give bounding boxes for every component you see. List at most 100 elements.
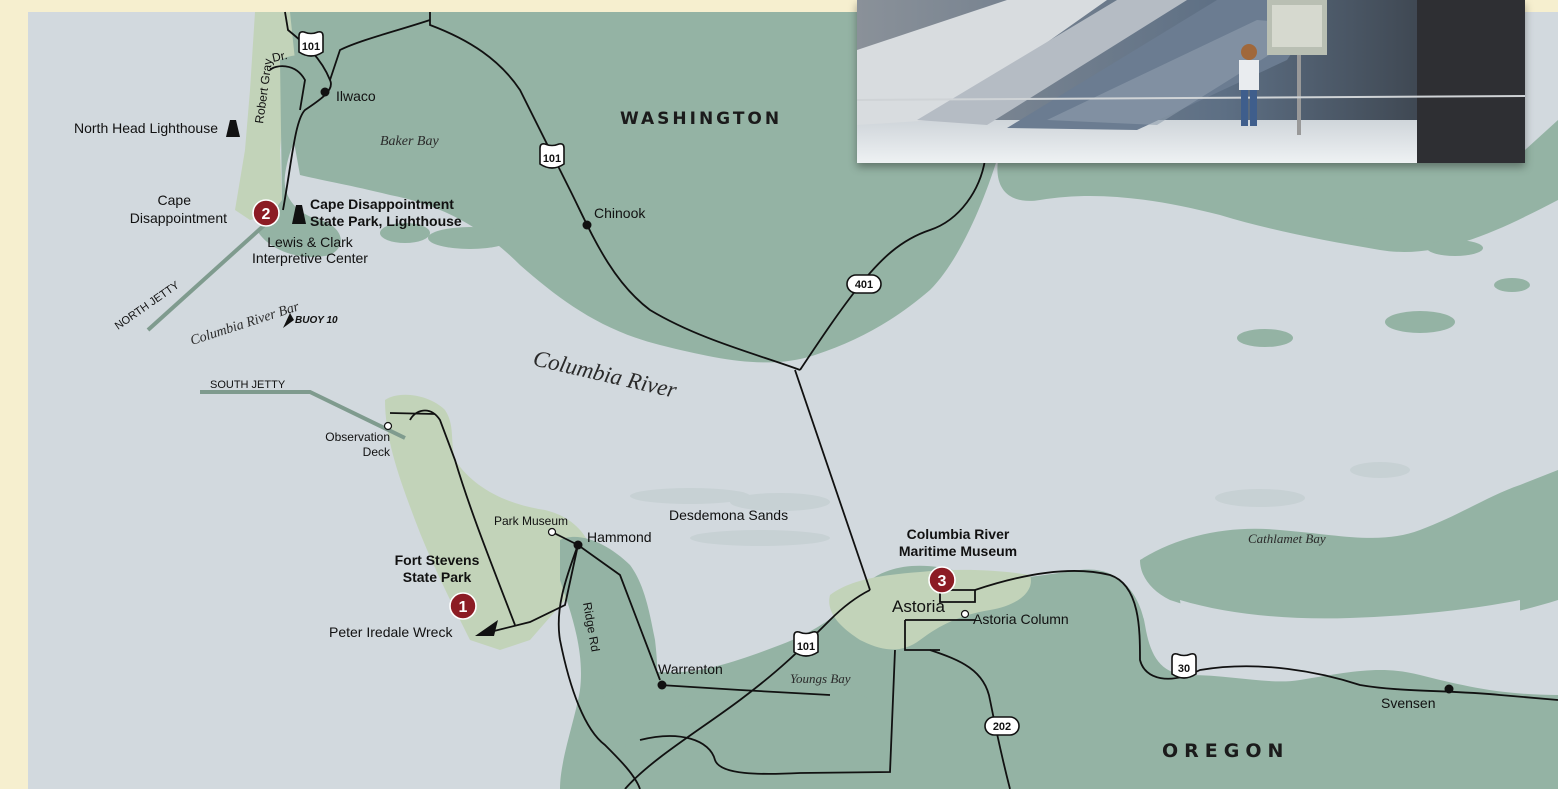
island <box>1215 489 1305 507</box>
feature-label-robert-gray-2: Dr. <box>271 48 289 65</box>
cape-peninsula <box>235 12 295 220</box>
place-label-observation-1: Observation <box>325 430 390 444</box>
island <box>1335 201 1395 219</box>
site-number-3: 3 <box>938 573 947 590</box>
water-label-baker-bay: Baker Bay <box>380 134 439 149</box>
road-us30 <box>974 570 1558 701</box>
shipwreck-icon <box>475 620 498 636</box>
road-us101-or <box>624 589 871 789</box>
place-label-north-head: North Head Lighthouse <box>74 120 218 136</box>
wa401-label: 401 <box>855 279 873 291</box>
place-label-peter-iredale: Peter Iredale Wreck <box>329 624 453 640</box>
poi-dot-observation <box>383 421 393 431</box>
state-label-washington: WASHINGTON <box>620 109 782 129</box>
place-label-buoy-10: BUOY 10 <box>295 315 338 326</box>
island <box>428 227 512 249</box>
island <box>380 223 430 243</box>
oregon-south-land-2 <box>900 659 1003 789</box>
road-park-museum <box>551 531 661 681</box>
site-number-1: 1 <box>459 599 468 616</box>
us101-north-shield-icon: 101 <box>298 31 324 57</box>
town-dot-hammond <box>573 540 583 550</box>
road-ilwaco-2 <box>329 19 431 81</box>
south-jetty <box>200 390 406 440</box>
site-label-3-line1: Columbia River <box>907 526 1010 542</box>
us101-south-shield-icon: 101 <box>793 631 819 657</box>
wa401-shield-icon: 401 <box>846 274 882 294</box>
site-marker-1[interactable]: 1 <box>449 592 477 620</box>
site-marker-2[interactable]: 2 <box>252 199 280 227</box>
oregon-south-land <box>620 690 920 789</box>
place-label-desdemona-sands: Desdemona Sands <box>669 507 788 523</box>
island <box>1427 240 1483 256</box>
road-warrenton <box>659 684 831 696</box>
place-label-astoria: Astoria <box>892 597 945 616</box>
island <box>690 530 830 546</box>
road-wa401 <box>799 159 986 371</box>
place-label-cape-1: Cape <box>158 192 192 208</box>
feature-label-south-jetty: SOUTH JETTY <box>210 379 286 391</box>
place-label-park-museum: Park Museum <box>494 514 568 528</box>
town-dot-chinook <box>582 220 592 230</box>
site-label-1-line2: State Park <box>403 569 472 585</box>
or202-shield-icon: 202 <box>984 716 1020 736</box>
island <box>630 488 750 504</box>
oregon-land-east <box>1140 470 1558 631</box>
us101-mid-shield-icon: 101 <box>539 143 565 169</box>
island <box>1237 329 1293 347</box>
island <box>1494 278 1530 292</box>
museum-photo <box>857 0 1525 163</box>
site-marker-3[interactable]: 3 <box>928 566 956 594</box>
cape-land <box>258 54 351 258</box>
north-jetty <box>146 218 272 332</box>
place-label-ilwaco: Ilwaco <box>336 88 376 104</box>
road-us101-wa <box>429 12 801 371</box>
buoy-icon <box>283 313 294 328</box>
road-or202 <box>929 649 1011 789</box>
road-south-loop <box>639 649 896 775</box>
us101-south-label: 101 <box>797 641 815 653</box>
site-number-2: 2 <box>262 206 271 223</box>
place-label-cape-2: Disappointment <box>130 210 227 226</box>
island <box>1385 311 1455 333</box>
road-fort-stevens <box>409 409 516 626</box>
place-label-lewis-clark-2: Interpretive Center <box>252 250 368 266</box>
state-label-oregon: OREGON <box>1162 740 1289 762</box>
site-label-2-line1: Cape Disappointment <box>310 196 454 212</box>
island <box>1350 462 1410 478</box>
road-wreck <box>489 544 579 633</box>
site-label-1-line1: Fort Stevens <box>395 552 480 568</box>
road-spit <box>389 412 436 415</box>
site-label-3-line2: Maritime Museum <box>899 543 1017 559</box>
us101-north-label: 101 <box>302 41 320 53</box>
place-label-warrenton: Warrenton <box>658 661 723 677</box>
lighthouse-icon <box>226 120 240 137</box>
us30-label: 30 <box>1178 663 1190 675</box>
place-label-observation-2: Deck <box>363 445 391 459</box>
road-ridge-rd <box>557 544 641 789</box>
town-dot-ilwaco <box>320 87 330 97</box>
astoria-land <box>829 569 1031 650</box>
town-dot-svensen <box>1444 684 1454 694</box>
water-label-youngs-bay: Youngs Bay <box>790 671 851 686</box>
town-dot-warrenton <box>657 680 667 690</box>
washington-land <box>285 12 1000 363</box>
lighthouse-icon <box>292 205 306 224</box>
place-label-hammond: Hammond <box>587 529 652 545</box>
road-astoria-grid <box>904 589 976 651</box>
place-label-astoria-column: Astoria Column <box>973 611 1069 627</box>
museum-photo-image <box>857 0 1525 163</box>
road-robert-gray <box>269 65 306 111</box>
water-label-cathlamet-bay: Cathlamet Bay <box>1248 531 1326 546</box>
place-label-svensen: Svensen <box>1381 695 1435 711</box>
oregon-inlet <box>1180 600 1520 666</box>
site-label-2-line2: State Park, Lighthouse <box>310 213 462 229</box>
us30-shield-icon: 30 <box>1171 653 1197 679</box>
place-label-chinook: Chinook <box>594 205 646 221</box>
place-label-lewis-clark-1: Lewis & Clark <box>267 234 354 250</box>
us101-mid-label: 101 <box>543 153 561 165</box>
or202-label: 202 <box>993 721 1011 733</box>
fort-stevens-land <box>385 394 600 650</box>
road-bridge <box>794 369 871 591</box>
island <box>730 493 830 511</box>
